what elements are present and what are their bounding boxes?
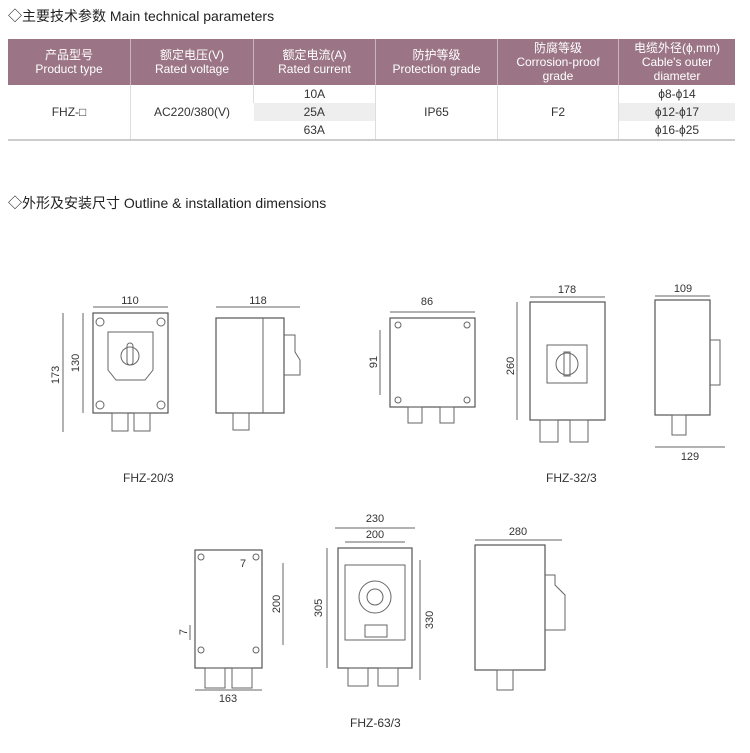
- fhz32-small-view: [379, 311, 476, 424]
- fhz20-side-view: [215, 306, 301, 431]
- table-row: 63A ϕ16-ϕ25: [8, 121, 735, 140]
- cell-current: 10A: [253, 85, 376, 103]
- dim-fhz32-width: 178: [558, 284, 576, 296]
- dim-fhz63-outer-height: 330: [424, 611, 436, 629]
- dim-fhz63-inner-height: 305: [313, 599, 325, 617]
- fhz32-front-view: [516, 296, 606, 443]
- fhz63-front-view: [326, 527, 421, 687]
- dim-fhz63-top-offset: 7: [240, 558, 246, 570]
- model-label-fhz20: FHZ-20/3: [123, 471, 174, 485]
- fhz63-mounting-view: [189, 549, 284, 691]
- cell-diameter: ϕ8-ϕ14: [618, 85, 735, 103]
- fhz32-side-view: [654, 295, 725, 448]
- cell-diameter: ϕ16-ϕ25: [618, 121, 735, 140]
- dim-fhz20-mount-height: 130: [70, 354, 82, 372]
- cell-protection: IP65: [375, 85, 498, 140]
- dim-fhz32-side-depth: 129: [681, 451, 699, 463]
- model-label-fhz32: FHZ-32/3: [546, 471, 597, 485]
- cell-product-type: FHZ-□: [51, 105, 87, 119]
- header-rated-voltage: 额定电压(V)Rated voltage: [130, 39, 254, 85]
- fhz63-side-view: [474, 539, 566, 691]
- fhz20-front-view: [62, 306, 169, 432]
- dim-fhz63-side: 280: [509, 526, 527, 538]
- dim-fhz32-small-height: 91: [368, 356, 380, 368]
- dim-fhz63-base-width: 163: [219, 693, 237, 705]
- dim-fhz32-side-width: 109: [674, 283, 692, 295]
- cell-current: 25A: [253, 103, 376, 121]
- header-rated-current: 额定电流(A)Rated current: [253, 39, 376, 85]
- dim-fhz20-width: 110: [121, 295, 139, 307]
- dim-fhz32-small-width: 86: [421, 296, 433, 308]
- cell-current: 63A: [303, 123, 325, 137]
- table-row: FHZ-□ AC220/380(V) 10A IP65 F2 ϕ8-ϕ14: [8, 85, 735, 140]
- dim-fhz63-inner-width: 200: [366, 529, 384, 541]
- dim-fhz63-mount-height: 200: [271, 595, 283, 613]
- header-cable-diameter: 电缆外径(ϕ,mm)Cable's outer diameter: [618, 39, 735, 85]
- dim-fhz20-side: 118: [249, 295, 267, 307]
- section-title-parameters: ◇主要技术参数 Main technical parameters: [8, 8, 275, 24]
- section-title-dimensions: ◇外形及安装尺寸 Outline & installation dimensio…: [8, 195, 327, 211]
- dim-fhz63-left-offset: 7: [178, 629, 190, 635]
- dim-fhz20-height: 173: [50, 366, 62, 384]
- cell-corrosion: F2: [497, 85, 619, 140]
- dim-fhz32-height: 260: [505, 357, 517, 375]
- cell-diameter: ϕ12-ϕ17: [618, 103, 735, 121]
- table-row: 25A ϕ12-ϕ17: [8, 103, 735, 121]
- cell-rated-voltage: AC220/380(V): [130, 85, 254, 140]
- dim-fhz63-outer-width: 230: [366, 513, 384, 525]
- model-label-fhz63: FHZ-63/3: [350, 716, 401, 730]
